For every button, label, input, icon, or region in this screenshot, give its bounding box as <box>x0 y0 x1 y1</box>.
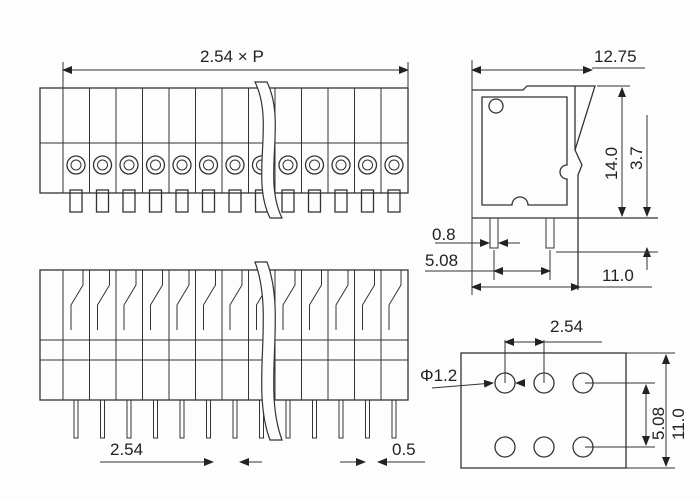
release-lever <box>309 270 322 330</box>
wire-entry-slot <box>175 189 189 213</box>
screw-hole-icon <box>145 155 166 175</box>
screw-hole-icon <box>278 155 298 175</box>
width-label: 12.75 <box>594 47 637 66</box>
hole-diameter-label: Φ1.2 <box>420 366 457 385</box>
pin <box>365 399 370 439</box>
screw-hole-icon <box>304 155 325 175</box>
pin <box>259 399 264 439</box>
release-lever <box>362 270 375 330</box>
pin <box>338 399 344 439</box>
wire-entry-slot <box>334 189 348 213</box>
release-lever <box>97 270 110 330</box>
wire-entry-slot <box>69 189 83 213</box>
screw-hole-icon <box>384 155 404 175</box>
pcb-layout <box>431 338 675 469</box>
pin-length-label: 3.7 <box>627 146 646 170</box>
screw-hole-inner <box>203 159 214 171</box>
pin <box>232 399 238 439</box>
screw-hole-icon <box>92 155 113 175</box>
release-lever <box>123 270 137 330</box>
screw-hole-inner <box>229 159 241 171</box>
top-view <box>39 62 409 213</box>
front-pitch-label: 2.54 <box>110 440 143 459</box>
dimension-labels: 2.54 × P 2.54 0.5 12.75 14.0 3.7 0.8 5.0… <box>110 47 688 459</box>
pin <box>73 399 79 439</box>
screw-hole-icon <box>357 155 378 175</box>
pin <box>391 399 397 439</box>
wire-entry-slot <box>148 189 163 213</box>
pin <box>179 399 185 439</box>
pcb-hole-icon <box>572 372 594 394</box>
break-line <box>254 261 283 441</box>
screw-hole-icon <box>331 155 351 175</box>
release-lever <box>229 270 243 330</box>
depth-label: 11.0 <box>602 266 634 285</box>
pin <box>126 399 132 439</box>
front-view <box>39 269 425 466</box>
screw-hole-inner <box>362 159 373 171</box>
pin-thickness-label: 0.5 <box>392 440 416 459</box>
screw-hole-inner <box>335 159 347 171</box>
screw-hole-inner <box>309 159 320 171</box>
pcb-row-spacing-label: 5.08 <box>649 407 668 440</box>
screw-hole-inner <box>123 159 135 171</box>
release-lever <box>388 270 402 330</box>
wire-entry-slot <box>95 189 110 213</box>
wire-entry-slot <box>360 189 375 213</box>
screw-hole-icon <box>119 155 139 175</box>
wire-entry-slot <box>201 189 216 213</box>
break-line <box>254 81 283 219</box>
break-lines <box>254 81 283 441</box>
side-view <box>425 60 658 295</box>
pin <box>312 399 317 439</box>
pin-width-label: 0.8 <box>432 225 456 244</box>
screw-hole-inner <box>388 159 400 171</box>
pcb-depth-label: 11.0 <box>669 408 688 440</box>
screw-hole-icon <box>198 155 219 175</box>
release-lever <box>150 270 163 330</box>
pcb-pitch-label: 2.54 <box>550 317 583 336</box>
wire-entry-slot <box>307 189 322 213</box>
pin-spacing-label: 5.08 <box>425 251 458 270</box>
wire-entry-slot <box>387 189 401 213</box>
screw-hole-inner <box>97 159 108 171</box>
release-lever <box>70 270 84 330</box>
wire-entry-slot <box>281 189 295 213</box>
wire-entry-slot <box>122 189 136 213</box>
pcb-hole-icon <box>533 372 555 394</box>
release-lever <box>203 270 216 330</box>
screw-hole-inner <box>176 159 188 171</box>
pcb-hole-icon <box>494 372 516 394</box>
screw-hole-icon <box>172 155 192 175</box>
screw-hole-inner <box>70 159 82 171</box>
height-label: 14.0 <box>602 147 621 180</box>
pin <box>153 399 158 439</box>
pcb-hole-icon <box>494 436 516 458</box>
pin <box>206 399 211 439</box>
screw-hole-icon <box>66 155 86 175</box>
release-lever <box>335 270 349 330</box>
pcb-hole-icon <box>572 436 594 458</box>
pitch-p-label: 2.54 × P <box>200 47 264 66</box>
pin <box>100 399 105 439</box>
pcb-hole-icon <box>533 436 555 458</box>
wire-entry-slot <box>228 189 242 213</box>
release-lever <box>282 270 296 330</box>
release-lever <box>176 270 190 330</box>
screw-hole-inner <box>282 159 294 171</box>
pin <box>285 399 291 439</box>
screw-hole-inner <box>150 159 161 171</box>
screw-hole-icon <box>225 155 245 175</box>
